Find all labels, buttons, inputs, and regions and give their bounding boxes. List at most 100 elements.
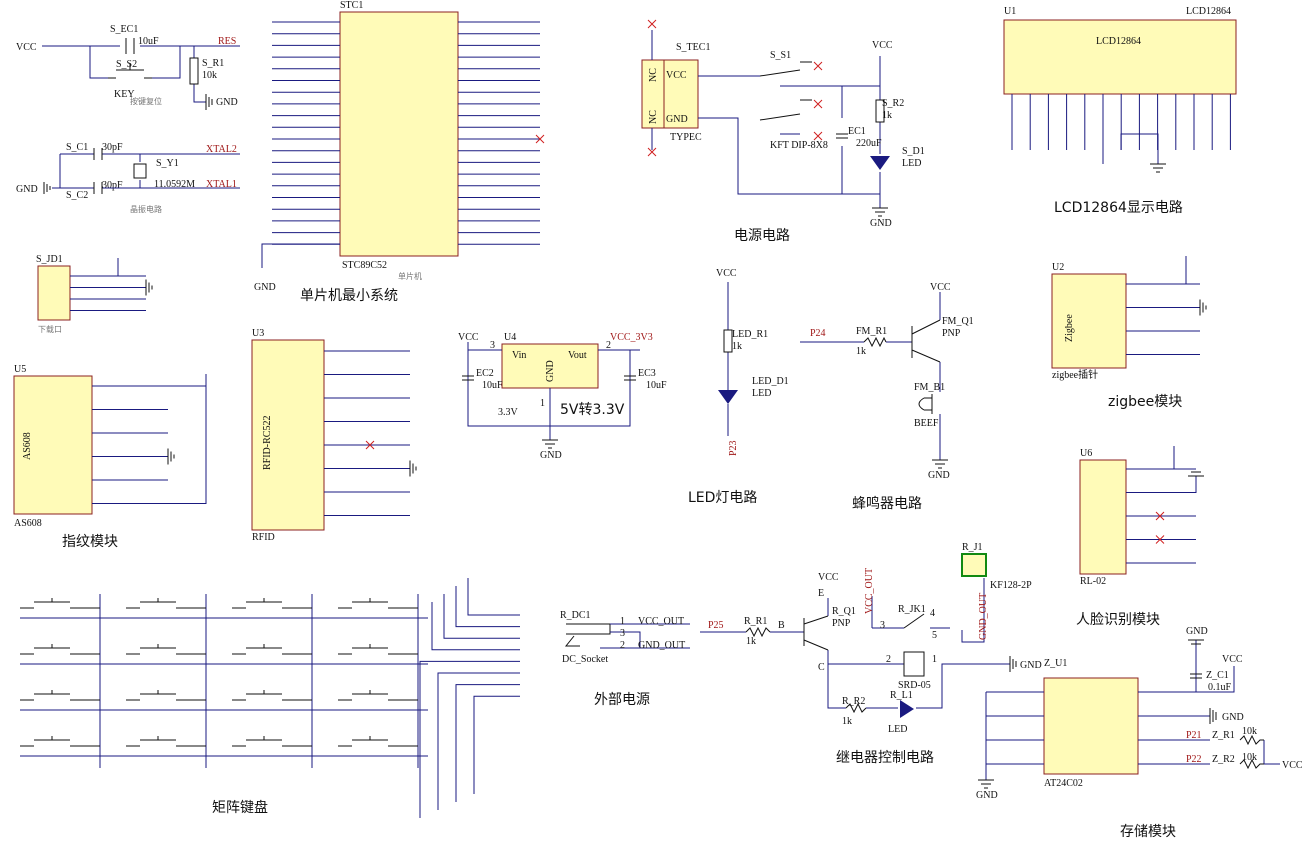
buz-rv: 1k bbox=[856, 346, 866, 357]
relay-coil bbox=[903, 651, 925, 677]
mcu-ref: STC1 bbox=[340, 0, 363, 11]
dl-body bbox=[37, 265, 71, 321]
relay-p4: 4 bbox=[930, 608, 935, 619]
keypad-key-switch bbox=[20, 598, 100, 609]
mem-cap-symbol bbox=[1190, 673, 1202, 679]
relay-contact bbox=[903, 613, 925, 629]
ext-gout: GND_OUT bbox=[638, 640, 685, 651]
reset-rv: 10k bbox=[202, 70, 217, 81]
relay-transistor bbox=[803, 615, 829, 651]
relay-p5: 5 bbox=[932, 630, 937, 641]
relay-gnd-symbol bbox=[1009, 656, 1017, 672]
zig-gnd-symbol bbox=[1199, 299, 1207, 316]
keypad-key-switch bbox=[20, 736, 100, 747]
pw-sw: S_S1 bbox=[770, 50, 791, 61]
pw-wires bbox=[651, 30, 881, 208]
pw-gnd: GND bbox=[870, 218, 892, 229]
dl-ref: S_JD1 bbox=[36, 254, 63, 265]
rfid-ref: U3 bbox=[252, 328, 264, 339]
relay-p2: 2 bbox=[886, 654, 891, 665]
relay-j: R_J1 bbox=[962, 542, 983, 553]
pw-ec: EC1 bbox=[848, 126, 866, 137]
reg-ec2v: 10uF bbox=[482, 380, 503, 391]
pw-switch bbox=[759, 61, 812, 121]
rfid-pins bbox=[324, 350, 417, 516]
relay-r1-body bbox=[745, 626, 771, 638]
pw-typec: TYPEC bbox=[670, 132, 702, 143]
keypad-key-switch bbox=[338, 736, 418, 747]
ext-part: DC_Socket bbox=[562, 654, 608, 665]
mem-p22: P22 bbox=[1186, 754, 1202, 765]
mem-r1v: 10k bbox=[1242, 726, 1257, 737]
keypad-key-switch bbox=[20, 690, 100, 701]
mcu-gnd-label: GND bbox=[254, 282, 276, 293]
relay-gout: GND_OUT bbox=[978, 593, 989, 640]
keypad-key-switch bbox=[338, 690, 418, 701]
reset-note: 按键复位 bbox=[130, 96, 162, 106]
ext-socket bbox=[564, 623, 611, 647]
mem-r1: Z_R1 bbox=[1212, 730, 1235, 741]
ext-section: R_DC1 1 3 2 VCC_OUT GND_OUT DC_Socket 外部… bbox=[560, 610, 690, 708]
pw-r2: S_R2 bbox=[882, 98, 904, 109]
mcu-gnd-wire bbox=[261, 243, 340, 268]
lcd-gnd-symbol bbox=[1150, 163, 1166, 173]
reg-ec3: EC3 bbox=[638, 368, 656, 379]
relay-jk: R_JK1 bbox=[898, 604, 926, 615]
mcu-body bbox=[339, 11, 459, 257]
buz-vcc: VCC bbox=[930, 282, 951, 293]
dl-pins bbox=[70, 258, 153, 311]
mem-cv: 0.1uF bbox=[1208, 682, 1232, 693]
xtal-crystal bbox=[133, 163, 147, 179]
xtal-c1v: 30pF bbox=[102, 142, 123, 153]
led-vcc: VCC bbox=[716, 268, 737, 279]
pw-gnd-symbol bbox=[872, 207, 888, 217]
led-net: P23 bbox=[728, 440, 739, 456]
mem-wires bbox=[985, 640, 1280, 780]
mem-pins bbox=[1016, 691, 1166, 765]
keypad-bus-wire bbox=[431, 602, 520, 651]
xtal-c2v: 30pF bbox=[102, 180, 123, 191]
reg-ec3v: 10uF bbox=[646, 380, 667, 391]
relay-c: C bbox=[818, 662, 825, 673]
reg-wires bbox=[467, 342, 640, 440]
reset-ec: S_EC1 bbox=[110, 24, 138, 35]
reg-vin: Vin bbox=[512, 350, 526, 361]
reg-p1: 1 bbox=[540, 398, 545, 409]
buz-qt: PNP bbox=[942, 328, 961, 339]
rfid-gnd-symbol bbox=[409, 460, 417, 477]
buz-wires bbox=[800, 292, 941, 460]
reset-res: RES bbox=[218, 36, 236, 47]
lcd-body bbox=[1003, 19, 1237, 95]
fp-title: 指纹模块 bbox=[62, 534, 118, 550]
regulator-section: U4 Vin Vout GND 3 2 1 VCC VCC_3V3 EC2 10… bbox=[458, 332, 667, 461]
mcu-nc-mark bbox=[535, 134, 545, 144]
mem-title: 存储模块 bbox=[1120, 824, 1176, 840]
keypad-bus-wire bbox=[455, 586, 520, 628]
mem-wp-gnd bbox=[1209, 708, 1217, 724]
xtal-f: 11.0592M bbox=[154, 179, 195, 190]
zig-part: Zigbee bbox=[1064, 314, 1075, 342]
reset-gnd: GND bbox=[216, 97, 238, 108]
buzzer-section: P24 FM_R1 1k FM_Q1 PNP VCC FM_B1 BEEF GN… bbox=[800, 282, 974, 512]
reg-ref: U4 bbox=[504, 332, 516, 343]
pw-d: S_D1 bbox=[902, 146, 925, 157]
buz-transistor bbox=[911, 319, 941, 363]
keypad-key-switch bbox=[126, 644, 206, 655]
pw-led-symbol bbox=[870, 156, 890, 170]
ext-out: VCC_OUT bbox=[638, 616, 684, 627]
relay-title: 继电器控制电路 bbox=[836, 750, 934, 766]
lcd-power-wires bbox=[1102, 133, 1159, 164]
face-part: RL-02 bbox=[1080, 576, 1106, 587]
keypad-key-switch bbox=[126, 736, 206, 747]
keypad-bus-wire bbox=[419, 660, 520, 818]
lcd-ref: U1 bbox=[1004, 6, 1016, 17]
fp-vcc-wire bbox=[92, 374, 207, 504]
mem-vcc: VCC bbox=[1222, 654, 1243, 665]
face-section: U6 RL-02 人脸识别模块 bbox=[1076, 446, 1204, 628]
zig-ref: U2 bbox=[1052, 262, 1064, 273]
relay-p3: 3 bbox=[880, 620, 885, 631]
mem-resistors bbox=[1239, 734, 1264, 770]
reg-out: VCC_3V3 bbox=[610, 332, 653, 343]
reset-r: S_R1 bbox=[202, 58, 224, 69]
buz-b: FM_B1 bbox=[914, 382, 945, 393]
